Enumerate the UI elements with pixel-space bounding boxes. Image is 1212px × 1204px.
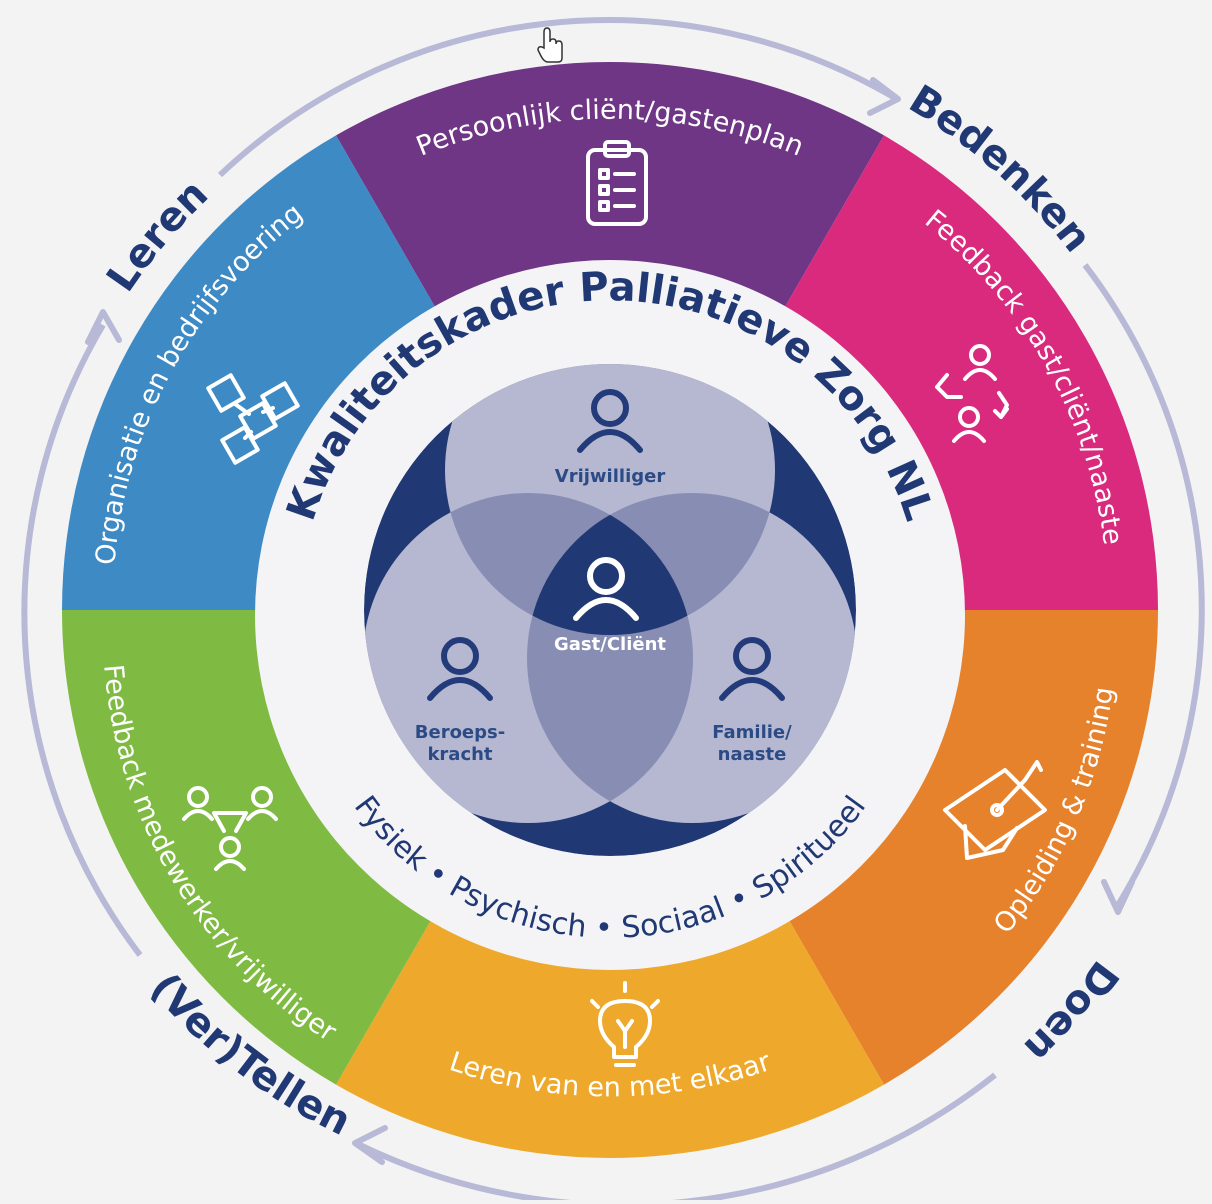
clipboard-icon bbox=[586, 140, 648, 226]
segment-feedback-medewerker bbox=[62, 610, 440, 1085]
lightbulb-icon bbox=[590, 981, 660, 1067]
segment-opleiding bbox=[780, 610, 1158, 1085]
hand-cursor-icon bbox=[537, 27, 563, 63]
person-icon-vrijwilliger bbox=[577, 389, 643, 453]
graduation-cap-icon bbox=[943, 760, 1047, 860]
label-familie-2: naaste bbox=[718, 744, 787, 765]
venn-diagram bbox=[364, 364, 856, 856]
feedback-cycle-icon bbox=[935, 344, 1009, 443]
org-chart-icon bbox=[206, 373, 300, 465]
label-vrijwilliger: Vrijwilliger bbox=[555, 466, 666, 487]
phase-doen: Doen bbox=[1015, 952, 1127, 1071]
segment-leren-samen bbox=[336, 904, 884, 1158]
arrow-bedenken-to-doen bbox=[1082, 263, 1205, 907]
arrowhead-leren bbox=[85, 309, 122, 345]
people-network-icon bbox=[182, 786, 278, 871]
segment-ring bbox=[62, 61, 1158, 1158]
person-icon-beroepskracht bbox=[427, 637, 493, 701]
person-icon-familie bbox=[719, 637, 785, 701]
arrowhead-bedenken bbox=[867, 77, 901, 116]
label-beroepskracht-1: Beroeps- bbox=[415, 722, 505, 743]
arrowhead-doen bbox=[1101, 879, 1135, 915]
label-gast-client: Gast/Cliënt bbox=[554, 634, 666, 655]
arrow-vertellen-to-leren bbox=[21, 323, 143, 957]
arrowhead-vertellen bbox=[352, 1125, 388, 1165]
person-icon-gast bbox=[573, 557, 639, 621]
label-beroepskracht-2: kracht bbox=[427, 744, 492, 765]
segment-organisatie bbox=[62, 135, 440, 610]
arrow-leren-to-bedenken bbox=[217, 17, 897, 178]
label-familie-1: Familie/ bbox=[712, 722, 792, 743]
